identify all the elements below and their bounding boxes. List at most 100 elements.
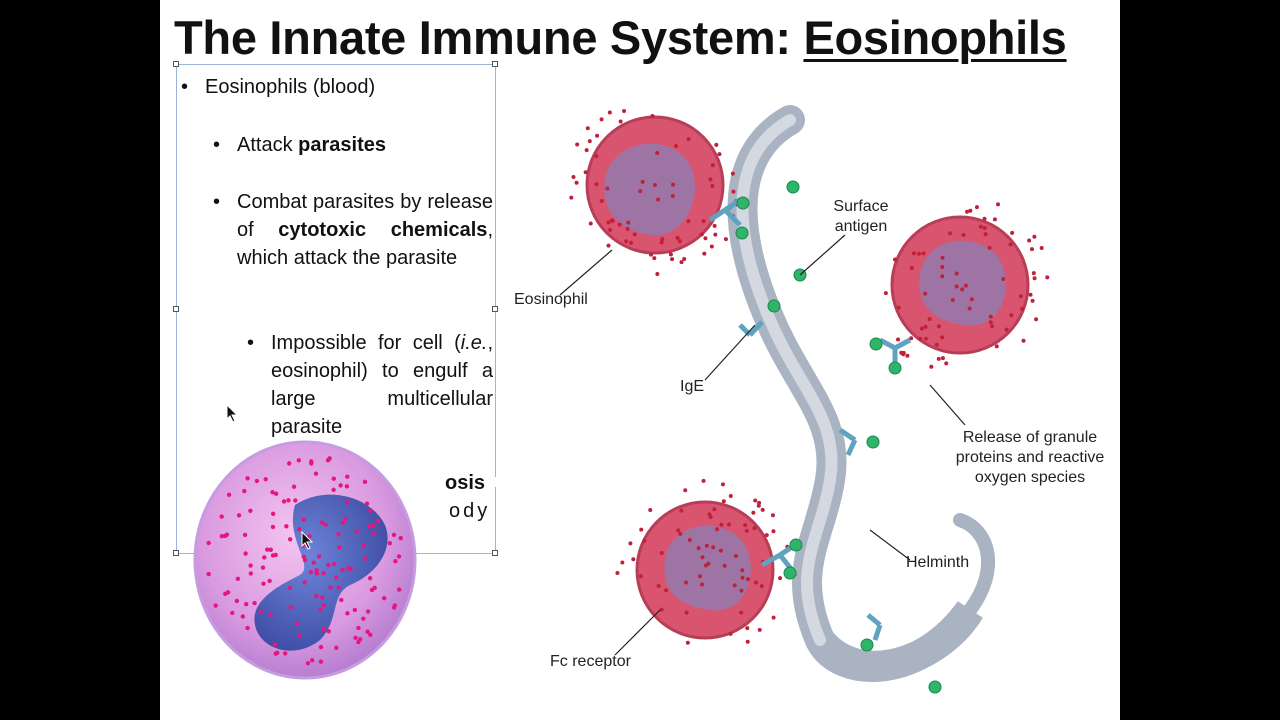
granule-dot [372, 585, 377, 591]
granule-dot [745, 577, 750, 582]
granule-dot [219, 514, 224, 519]
granule-dot [982, 216, 987, 221]
granule-dot [252, 600, 257, 606]
granule-dot [923, 324, 928, 329]
granule-dot [219, 534, 225, 539]
granule-dot [235, 576, 241, 582]
granule-dot [261, 581, 266, 586]
granule-dot [240, 614, 245, 619]
granule-dot [293, 498, 298, 503]
granule-dot [352, 607, 358, 613]
granule-dot [650, 113, 655, 118]
granule-dot [711, 545, 716, 550]
granule-dot [305, 661, 311, 666]
granule-dot [974, 205, 979, 210]
granule-dot [700, 555, 705, 560]
granule-dot [715, 527, 720, 532]
granule-dot [628, 240, 633, 245]
granule-dot [326, 562, 331, 568]
granule-dot [918, 336, 923, 341]
granule-dot [733, 553, 738, 558]
granule-dot [332, 561, 337, 567]
granule-dot [336, 585, 341, 590]
granule-dot [281, 499, 287, 504]
granule-dot [334, 645, 339, 650]
granule-dot [334, 575, 339, 580]
resize-handle-w[interactable] [173, 306, 179, 312]
granule-dot [638, 189, 643, 194]
resize-handle-ne[interactable] [492, 61, 498, 67]
eosinophil-cell-1 [585, 115, 725, 255]
granule-dot [362, 479, 368, 485]
granule-dot [301, 554, 307, 560]
granule-dot [700, 582, 705, 587]
granule-dot [722, 563, 727, 568]
granule-dot [321, 571, 326, 576]
label-antigen: antigen [834, 218, 888, 235]
selected-text-box[interactable]: • Eosinophils (blood) • Attack parasites… [173, 61, 513, 556]
granule-dot [745, 626, 750, 631]
label-surface-antigen: Surface antigen [826, 197, 896, 237]
granule-dot [696, 546, 701, 551]
granule-dot [652, 256, 657, 261]
granule-dot [326, 629, 331, 634]
granule-dot [213, 603, 218, 608]
resize-handle-nw[interactable] [173, 61, 179, 67]
granule-dot [226, 492, 232, 497]
granule-dot [934, 342, 939, 347]
granule-dot [618, 119, 623, 124]
granule-dot [936, 324, 941, 329]
granule-dot [923, 291, 928, 296]
resize-handle-se[interactable] [492, 550, 498, 556]
granule-dot [1010, 230, 1015, 235]
granule-dot [620, 560, 625, 565]
label-release-1: Release of granule [962, 429, 1098, 446]
granule-dot [638, 574, 643, 579]
granule-dot [206, 540, 211, 546]
granule-dot [744, 528, 749, 533]
granule-dot [243, 551, 248, 556]
granule-dot [396, 554, 402, 559]
bullet-attack-bold: parasites [298, 134, 386, 156]
granule-dot [940, 265, 945, 270]
granule-dot [626, 220, 631, 225]
granule-dot [286, 498, 291, 503]
granule-dot [771, 529, 776, 534]
bullet-attack-text: Attack [237, 134, 299, 156]
resize-handle-e[interactable] [492, 306, 498, 312]
resize-handle-sw[interactable] [173, 550, 179, 556]
granule-dot [365, 629, 370, 634]
granule-dot [676, 528, 681, 533]
granule-dot [892, 257, 897, 262]
bullet-dot: • [213, 191, 221, 213]
granule-dot [273, 491, 279, 496]
bullet-impossible-pre: Impossible for cell ( [271, 332, 461, 354]
granule-dot [686, 219, 691, 224]
granule-dot [940, 335, 945, 340]
leader-lines [559, 234, 966, 656]
granule-dot [1018, 294, 1023, 299]
granule-dot [730, 171, 735, 176]
granule-dot [314, 593, 319, 599]
granule-dot [615, 570, 620, 575]
granule-dot [639, 527, 644, 532]
granule-dot [656, 583, 661, 588]
eosinophil-3d-image[interactable] [190, 435, 420, 685]
bullet-combat: Combat parasites by release of cytotoxic… [237, 188, 493, 272]
granule-dot [965, 209, 970, 214]
granule-dot [1001, 276, 1006, 281]
title-highlight: Eosinophils [803, 11, 1067, 64]
granule-dot [927, 317, 932, 322]
granule-dot [982, 225, 987, 230]
granule-dot [713, 232, 718, 237]
granule-dot [1030, 298, 1035, 303]
granule-dot [917, 251, 922, 256]
granule-dot [391, 605, 397, 610]
granule-dot [331, 487, 336, 493]
granule-dot [343, 516, 348, 521]
granule-dot [701, 219, 706, 224]
bullet-l1: Eosinophils (blood) [205, 76, 376, 98]
granule-dot [583, 170, 588, 175]
granule-dot [728, 494, 733, 499]
granule-dot [606, 243, 611, 248]
